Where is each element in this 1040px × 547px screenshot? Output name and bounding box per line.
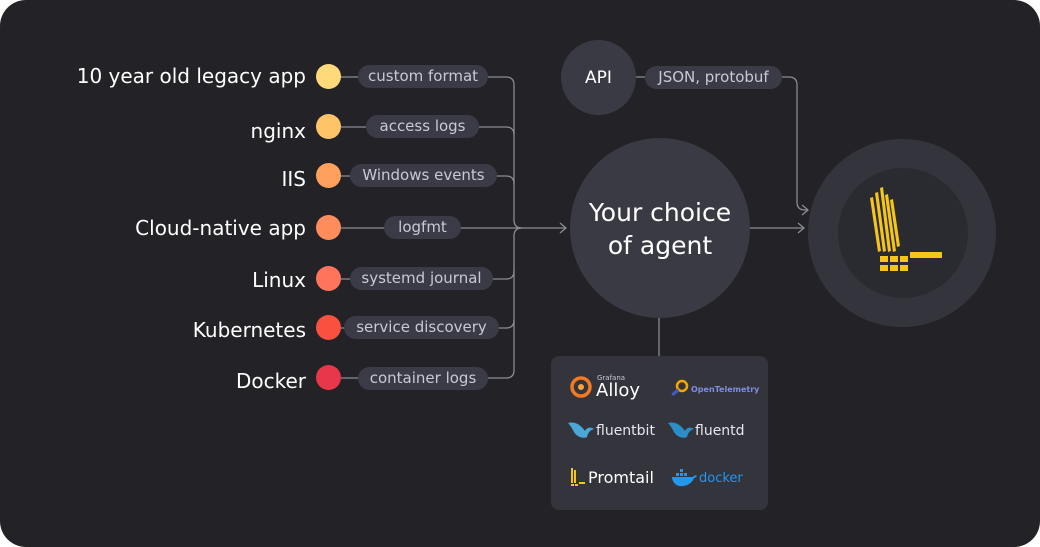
source-dot-docker bbox=[316, 365, 341, 390]
docker-whale-icon bbox=[672, 469, 697, 487]
source-label-nginx: nginx bbox=[250, 119, 306, 143]
format-pill-json-protobuf: JSON, protobuf bbox=[645, 66, 782, 89]
agent-logo-fluentbit: fluentbit bbox=[567, 419, 655, 443]
agent-logo-docker: docker bbox=[671, 468, 743, 488]
source-dot-cloud-native bbox=[316, 215, 341, 240]
loki-logo-icon bbox=[870, 187, 942, 271]
agent-title: Your choice of agent bbox=[570, 196, 750, 262]
fluentbit-bird-icon bbox=[568, 422, 594, 438]
agent-title-line1: Your choice bbox=[588, 198, 732, 227]
connector-api-loki bbox=[636, 76, 808, 211]
opentelemetry-icon bbox=[671, 379, 689, 397]
connector-legacy bbox=[341, 76, 523, 229]
connector-docker bbox=[341, 227, 523, 379]
source-label-cloud-native: Cloud-native app bbox=[135, 216, 306, 240]
format-pill-service-discovery: service discovery bbox=[344, 316, 499, 339]
source-label-docker: Docker bbox=[235, 369, 306, 393]
source-dot-linux bbox=[316, 266, 341, 291]
arrowhead-loki bbox=[797, 222, 806, 234]
agent-logo-fluentd: fluentd bbox=[667, 419, 745, 443]
connector-nginx bbox=[341, 126, 515, 136]
source-dot-legacy bbox=[316, 64, 341, 89]
agent-logo-promtail: Promtail bbox=[569, 466, 654, 488]
source-dot-iis bbox=[316, 163, 341, 188]
opentelemetry-name: OpenTelemetry bbox=[691, 384, 760, 394]
agent-circle bbox=[570, 138, 750, 318]
agent-logo-opentelemetry: OpenTelemetry bbox=[669, 378, 759, 400]
promtail-name: Promtail bbox=[588, 467, 654, 487]
promtail-icon bbox=[571, 468, 585, 486]
api-circle bbox=[561, 40, 636, 115]
source-dot-nginx bbox=[316, 114, 341, 139]
source-label-linux: Linux bbox=[252, 268, 306, 292]
agent-logo-alloy: Grafana Alloy bbox=[569, 373, 665, 401]
api-label: API bbox=[585, 68, 612, 88]
arrowhead-agent bbox=[559, 222, 568, 234]
grafana-icon bbox=[570, 376, 592, 398]
fluentd-name: fluentd bbox=[695, 423, 745, 439]
source-label-legacy: 10 year old legacy app bbox=[76, 64, 306, 88]
format-pill-container-logs: container logs bbox=[358, 367, 488, 390]
fluentbit-name: fluentbit bbox=[596, 423, 655, 439]
docker-name: docker bbox=[699, 470, 743, 486]
fluentd-bird-icon bbox=[668, 422, 694, 438]
format-pill-systemd-journal: systemd journal bbox=[350, 267, 493, 290]
alloy-name: Alloy bbox=[596, 380, 640, 401]
format-pill-windows-events: Windows events bbox=[350, 164, 497, 187]
format-pill-logfmt: logfmt bbox=[384, 216, 461, 239]
source-label-kubernetes: Kubernetes bbox=[192, 318, 306, 342]
alloy-prefix: Grafana bbox=[597, 374, 626, 382]
arrowhead-api bbox=[801, 204, 810, 216]
format-pill-custom: custom format bbox=[358, 65, 488, 88]
source-dot-kubernetes bbox=[316, 315, 341, 340]
format-pill-access-logs: access logs bbox=[366, 115, 479, 138]
connector-iis bbox=[341, 175, 515, 185]
agents-box: Grafana Alloy OpenTelemetry fluentbit fl… bbox=[551, 356, 768, 510]
loki-inner-circle bbox=[838, 168, 968, 298]
agent-title-line2: of agent bbox=[607, 231, 713, 260]
source-label-iis: IIS bbox=[281, 167, 307, 191]
